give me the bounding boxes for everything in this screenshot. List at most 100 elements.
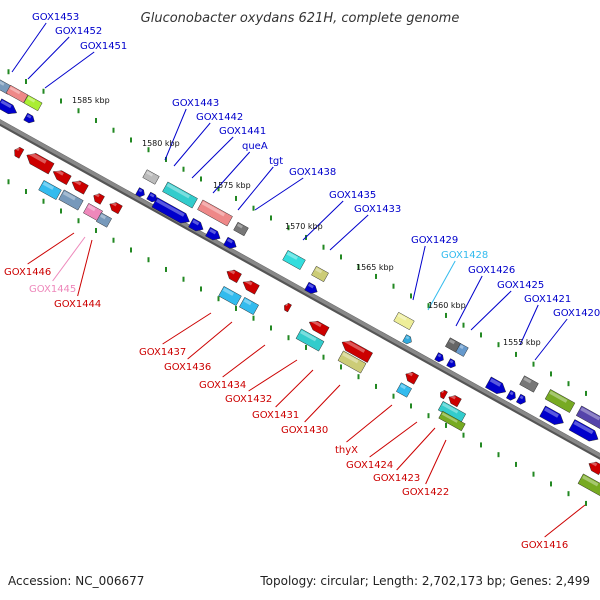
- tick-track-outer: [550, 371, 552, 377]
- label-line: [544, 504, 586, 538]
- tick-track-outer: [147, 147, 150, 153]
- tick-track-inner: [182, 276, 185, 282]
- feature-rev: [405, 371, 419, 385]
- gene-label: GOX1436: [164, 362, 211, 373]
- tick-track-inner: [322, 354, 325, 360]
- feature-lower: [96, 212, 112, 228]
- feature-GOX1425: [519, 375, 539, 393]
- feature-GOX1441: [197, 199, 233, 227]
- feature-queA: [233, 221, 249, 237]
- tick-track-outer: [462, 322, 465, 328]
- label-line: [427, 260, 456, 311]
- label-line: [369, 421, 418, 458]
- feature-rev: [52, 168, 72, 186]
- feature-lower: [58, 189, 84, 211]
- gene-label: GOX1444: [54, 299, 101, 310]
- gene-label: GOX1430: [281, 425, 328, 436]
- tick-track-outer: [95, 117, 97, 123]
- label-line: [519, 304, 539, 346]
- feature-lower: [577, 473, 600, 497]
- tick-track-outer: [497, 342, 500, 348]
- tick-track-inner: [375, 383, 377, 389]
- tick-track-inner: [147, 257, 150, 263]
- kbp-label: 1565 kbp: [356, 263, 394, 272]
- label-line: [212, 151, 251, 194]
- label-line: [162, 312, 212, 345]
- feature-fwd: [146, 191, 158, 203]
- tick-track-inner: [445, 422, 447, 428]
- tick-track-outer: [60, 98, 62, 104]
- gene-label: GOX1434: [199, 380, 246, 391]
- tick-track-outer: [77, 108, 80, 114]
- feature-rev: [284, 302, 292, 313]
- feature-lower: [396, 382, 412, 398]
- gene-label: GOX1428: [441, 250, 488, 261]
- feature-rev: [588, 460, 600, 476]
- label-line: [302, 200, 344, 241]
- feature-fwd: [506, 389, 516, 401]
- label-lines: [11, 22, 586, 538]
- label-line: [304, 384, 341, 423]
- tick-track-outer: [340, 254, 342, 260]
- feature-fwd: [0, 98, 18, 115]
- tick-track-outer: [375, 273, 377, 279]
- tick-track-inner: [252, 315, 255, 321]
- tick-track-inner: [270, 325, 272, 331]
- tick-track-inner: [392, 393, 395, 399]
- tick-track-inner: [60, 208, 62, 214]
- tick-track-outer: [7, 69, 10, 75]
- gene-label: GOX1442: [196, 112, 243, 123]
- feature-rev: [440, 389, 448, 400]
- feature-lower: [337, 350, 367, 374]
- label-line: [275, 369, 314, 408]
- tick-track-outer: [515, 351, 517, 357]
- label-line: [52, 236, 86, 282]
- feature-lower: [38, 180, 62, 200]
- tick-track-outer: [567, 381, 570, 387]
- gene-label: GOX1426: [468, 265, 515, 276]
- feature-rev: [109, 201, 123, 215]
- feature-fwd: [304, 281, 318, 294]
- kbp-label: 1575 kbp: [213, 181, 251, 190]
- tick-track-inner: [480, 442, 482, 448]
- label-line: [11, 22, 47, 73]
- kbp-label: 1555 kbp: [503, 338, 541, 347]
- gene-label: GOX1453: [32, 12, 79, 23]
- tick-track-inner: [567, 491, 570, 497]
- tick-track-inner: [585, 500, 587, 506]
- gene-label: GOX1441: [219, 126, 266, 137]
- tick-track-outer: [357, 264, 360, 270]
- label-line: [396, 427, 436, 471]
- feature-rev: [448, 394, 462, 408]
- feature-rev: [226, 268, 242, 284]
- tick-track-inner: [235, 305, 237, 311]
- tick-track-inner: [42, 198, 45, 204]
- feature-rev: [26, 151, 55, 175]
- gene-label: thyX: [335, 445, 358, 456]
- map-title: Gluconobacter oxydans 621H, complete gen…: [141, 11, 460, 26]
- feature-lower: [438, 410, 466, 432]
- feature-GOX1421: [544, 389, 576, 413]
- gene-label: GOX1416: [521, 540, 568, 551]
- gene-label: GOX1423: [373, 473, 420, 484]
- tick-track-outer: [42, 88, 45, 94]
- tick-track-inner: [200, 286, 202, 292]
- feature-lower: [295, 328, 325, 352]
- gene-label: GOX1421: [524, 294, 571, 305]
- feature-lower: [218, 286, 242, 306]
- feature-rev: [341, 338, 373, 363]
- tick-track-inner: [532, 471, 535, 477]
- gene-label: GOX1437: [139, 347, 186, 358]
- kbp-label: 1585 kbp: [72, 96, 110, 105]
- tick-track-inner: [462, 432, 465, 438]
- tick-track-outer: [532, 361, 535, 367]
- feature-fwd: [568, 419, 599, 442]
- feature-fwd: [539, 405, 564, 425]
- tick-track-inner: [340, 364, 342, 370]
- gene-label: GOX1446: [4, 267, 51, 278]
- feature-GOX1429: [393, 311, 415, 331]
- feature-GOX1451: [23, 94, 43, 112]
- tick-track-outer: [270, 215, 272, 221]
- gene-label: GOX1445: [29, 284, 76, 295]
- label-line: [237, 166, 274, 211]
